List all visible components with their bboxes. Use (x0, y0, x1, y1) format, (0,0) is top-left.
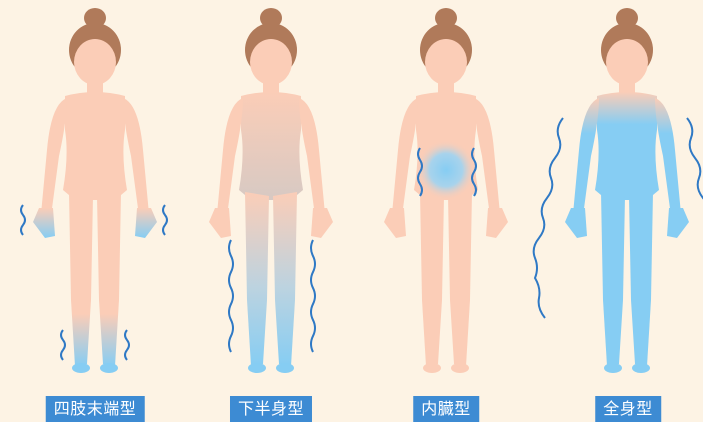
type-label: 全身型 (595, 396, 661, 422)
cold-belly-area (416, 140, 476, 200)
cold-wave-icon (163, 205, 167, 235)
figure-lower-body: 下半身型 (183, 0, 359, 422)
cold-wave-icon (534, 118, 563, 318)
body-figure-visceral (358, 0, 534, 396)
figure-whole-body: 全身型 (527, 0, 703, 422)
type-label: 内臓型 (413, 396, 479, 422)
cold-wave-icon (311, 240, 315, 352)
figure-visceral: 内臓型 (358, 0, 534, 422)
body-figure-whole-body (527, 0, 703, 396)
body-figure-extremities (7, 0, 183, 396)
cold-wave-icon (229, 240, 233, 352)
cold-wave-icon (21, 205, 25, 235)
cold-wave-icon (687, 118, 703, 318)
body-figure-lower-body (183, 0, 359, 396)
cold-wave-icon (61, 330, 65, 360)
figure-extremities: 四肢末端型 (7, 0, 183, 422)
type-label: 下半身型 (230, 396, 312, 422)
cold-wave-icon (125, 330, 129, 360)
type-label: 四肢末端型 (46, 396, 145, 422)
